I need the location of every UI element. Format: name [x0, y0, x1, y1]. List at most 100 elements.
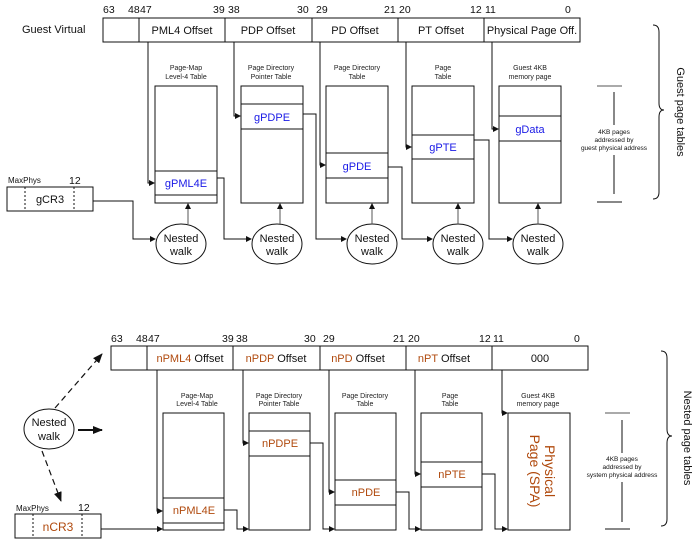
bit-number: 30 — [297, 4, 309, 16]
bit-number: 39 — [213, 4, 225, 16]
nested-walk-1: Nested walk — [155, 223, 207, 265]
page-offset-arrow — [501, 370, 508, 416]
nested-walk-text: walk — [526, 246, 550, 258]
physical-page-label: Page (SPA) — [527, 435, 543, 508]
bit-number: 11 — [485, 4, 496, 16]
table-caption: Page Directory — [248, 65, 295, 72]
table-caption: Page — [435, 65, 451, 72]
bit-number: 12 — [479, 333, 491, 345]
bit-number: 0 — [565, 4, 571, 16]
field-label: Physical Page Off. — [487, 25, 577, 37]
nested-walk-text: walk — [446, 246, 470, 258]
npml4-offset-arrow — [156, 370, 163, 514]
gpml4e-entry: gPML4E — [165, 178, 207, 190]
field-label: PT Offset — [418, 25, 464, 37]
gdata-entry: gData — [515, 124, 545, 136]
page-offset-arrow — [491, 42, 499, 132]
gpte-entry: gPTE — [429, 142, 457, 154]
field-reserved — [110, 345, 148, 371]
field-suffix: Offset — [353, 353, 385, 365]
npdpe-to-pd-arrow — [310, 442, 335, 532]
nested-walk-text: walk — [37, 431, 61, 443]
table-caption: Level-4 Table — [176, 401, 218, 408]
guest-pml4-table: gPML4E — [154, 85, 218, 204]
guest-pt-table: gPTE — [411, 85, 475, 204]
nested-walk-text: Nested — [32, 417, 67, 429]
walk-to-address-dashed-arrow — [54, 353, 103, 409]
bit-number: 12 — [78, 502, 90, 514]
field-npml4-offset — [146, 345, 234, 371]
pd-offset-arrow — [319, 42, 326, 168]
field-suffix: Offset — [274, 353, 306, 365]
table-caption: Table — [357, 401, 374, 408]
bit-number: 11 — [493, 333, 504, 345]
guest-virtual-address-bar: PML4 Offset PDP Offset PD Offset PT Offs… — [102, 17, 581, 43]
bit-number: 21 — [384, 4, 396, 16]
field-npdp-offset — [232, 345, 321, 371]
field-label: PD Offset — [331, 25, 378, 37]
nested-walk-left: Nested walk — [23, 408, 75, 450]
field-suffix: Offset — [191, 353, 223, 365]
bit-number: 63 — [103, 4, 115, 16]
bit-number: 38 — [228, 4, 240, 16]
table-caption: Table — [442, 401, 459, 408]
guest-section: Guest Virtual 63 48 47 39 38 30 29 21 20… — [6, 4, 686, 265]
table-caption: Guest 4KB — [513, 65, 547, 72]
table-caption: Pointer Table — [259, 401, 300, 408]
note-text: addressed by — [602, 464, 642, 471]
nested-pt-table: nPTE — [420, 412, 483, 531]
maxphys-label: MaxPhys — [8, 176, 41, 185]
field-label: PDP Offset — [241, 25, 296, 37]
table-caption: Table — [435, 74, 452, 81]
maxphys-label: MaxPhys — [16, 504, 49, 513]
npml4e-entry: nPML4E — [173, 505, 215, 517]
npde-entry: nPDE — [352, 487, 381, 499]
table-caption: Level-4 Table — [165, 74, 207, 81]
nested-walk-text: Nested — [164, 233, 199, 245]
bit-number: 47 — [148, 333, 160, 345]
bit-number: 39 — [222, 333, 234, 345]
field-label: 000 — [531, 353, 549, 365]
nested-walk-text: Nested — [441, 233, 476, 245]
pml4-offset-arrow — [147, 42, 155, 186]
gpdpe-to-walk-arrow — [303, 113, 347, 242]
nested-bit-numbers: 63 48 47 39 38 30 29 21 20 12 11 0 — [111, 333, 580, 345]
bit-number: 29 — [316, 4, 328, 16]
guest-pages-note: 4KB pages addressed by guest physical ad… — [581, 85, 648, 203]
nested-walk-text: Nested — [355, 233, 390, 245]
field-prefix: nPD — [331, 353, 352, 365]
npdp-offset-arrow — [242, 370, 249, 446]
ncr3-register: nCR3 — [14, 513, 102, 539]
gpde-entry: gPDE — [343, 161, 372, 173]
npte-entry: nPTE — [438, 469, 466, 481]
npdpe-entry: nPDPE — [262, 438, 298, 450]
field-reserved — [102, 17, 140, 43]
npde-to-pt-arrow — [396, 491, 421, 532]
bit-number: 38 — [236, 333, 248, 345]
nested-pdp-table: nPDPE — [248, 412, 311, 531]
field-page-offset-zero — [491, 345, 589, 371]
field-suffix: Offset — [438, 353, 470, 365]
nested-walk-2: Nested walk — [251, 223, 303, 265]
nested-pd-table: nPDE — [334, 412, 397, 531]
field-pdp-offset — [224, 17, 313, 43]
table-caption: memory page — [517, 401, 560, 408]
table-caption: Table — [349, 74, 366, 81]
npt-offset-arrow — [414, 370, 421, 477]
npd-offset-arrow — [328, 370, 335, 495]
gcr3-register: gCR3 — [6, 186, 94, 212]
nested-walk-4: Nested walk — [432, 223, 484, 265]
bit-number: 12 — [470, 4, 482, 16]
nested-pages-note: 4KB pages addressed by system physical a… — [587, 412, 658, 530]
nested-pml4-table: nPML4E — [162, 412, 225, 531]
bit-number: 0 — [574, 333, 580, 345]
table-caption: Page-Map — [181, 393, 213, 400]
npte-to-page-arrow — [482, 473, 508, 532]
field-label: nPML4 Offset — [156, 353, 223, 365]
note-text: addressed by — [594, 137, 634, 144]
field-prefix: nPML4 — [156, 353, 191, 365]
bit-number: 63 — [111, 333, 123, 345]
table-caption: Page Directory — [342, 393, 389, 400]
gpde-to-walk-arrow — [388, 166, 433, 242]
